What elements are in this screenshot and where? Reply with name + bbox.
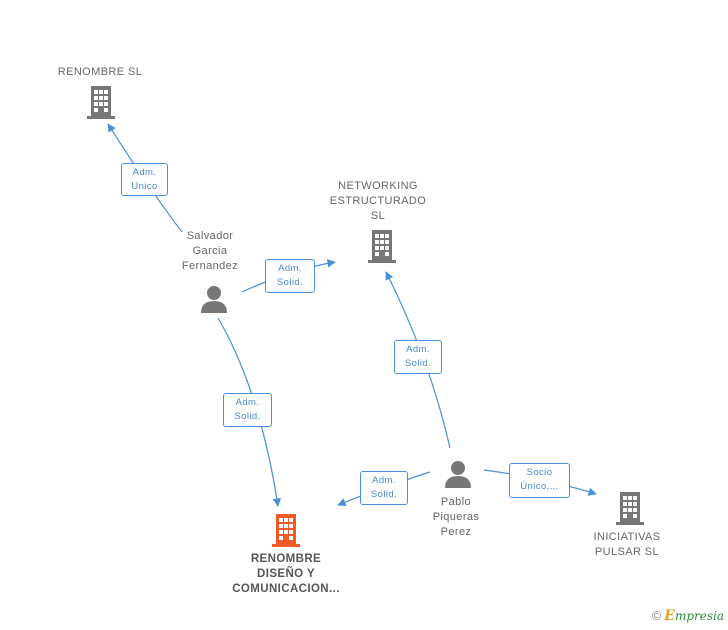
edge-label-line: Socio <box>526 467 553 478</box>
node-label-renombre-diseno: RENOMBRE DISEÑO Y COMUNICACION... <box>232 553 340 595</box>
edge-label-line: Adm. <box>278 263 302 274</box>
node-label-networking: NETWORKING ESTRUCTURADO SL <box>329 180 427 222</box>
edge-label-pablo-diseno[interactable]: Adm. Solid. <box>360 471 408 505</box>
edge-label-salvador-renombre[interactable]: Adm. Unico <box>121 163 168 196</box>
edge-label-line: Solid. <box>370 489 398 500</box>
edge-label-line: Solid. <box>276 277 304 288</box>
edge-label-pablo-networking[interactable]: Adm. Solid. <box>394 340 442 374</box>
person-icon[interactable] <box>199 284 229 314</box>
building-icon[interactable] <box>614 490 646 526</box>
person-icon[interactable] <box>443 459 473 489</box>
edge-label-line: Unico <box>131 181 158 192</box>
edge-label-pablo-iniciativas[interactable]: Socio Único,... <box>509 463 570 498</box>
node-label-iniciativas: INICIATIVAS PULSAR SL <box>593 531 661 558</box>
edge-label-line: Adm. <box>235 397 260 408</box>
building-icon[interactable] <box>270 512 302 548</box>
building-icon[interactable] <box>85 84 117 120</box>
building-icon[interactable] <box>366 228 398 264</box>
copyright-icon: © <box>651 608 662 623</box>
node-label-salvador: Salvador Garcia Fernandez <box>181 230 239 272</box>
edge-label-line: Solid. <box>404 358 432 369</box>
node-label-renombre-sl: RENOMBRE SL <box>57 66 143 78</box>
footer-brand: ©Empresia <box>652 608 724 624</box>
brand-logo-text: mpresia <box>674 609 724 623</box>
edge-label-line: Adm. <box>406 344 430 355</box>
edge-label-salvador-diseno[interactable]: Adm. Solid. <box>223 393 272 427</box>
edge-label-line: Adm. <box>132 167 157 178</box>
edge-label-line: Adm. <box>372 475 396 486</box>
node-label-pablo: Pablo Piqueras Perez <box>432 496 480 538</box>
brand-logo-letter: E <box>664 608 675 624</box>
edge-label-salvador-networking[interactable]: Adm. Solid. <box>265 259 315 293</box>
edge-label-line: Solid. <box>234 411 261 422</box>
edge-label-line: Único,... <box>520 481 559 492</box>
